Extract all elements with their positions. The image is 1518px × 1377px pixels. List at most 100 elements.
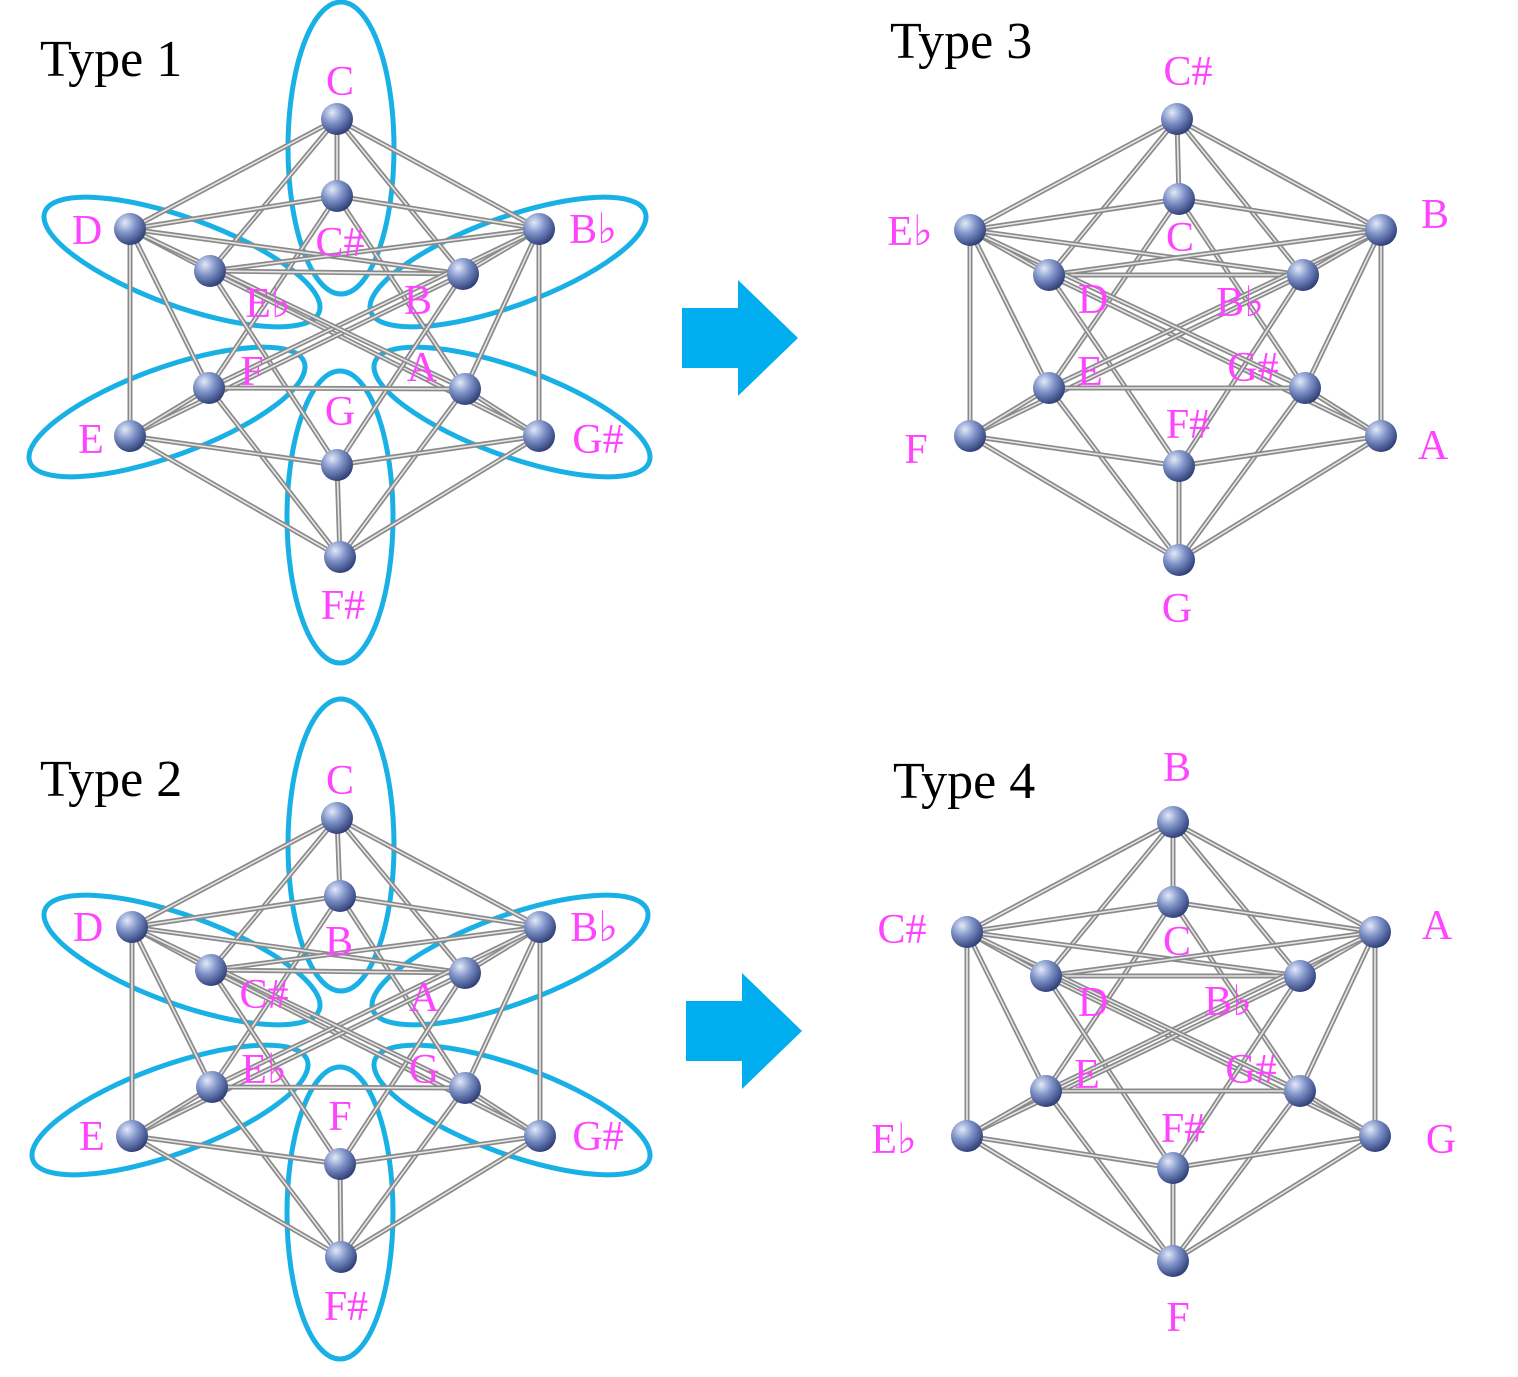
type-2-title: Type 2 xyxy=(40,751,182,808)
type-2-petal-6 xyxy=(284,1064,396,1362)
type-1-edge-g-sharp-g xyxy=(334,433,542,468)
type-3-label-b: B xyxy=(1421,192,1449,238)
type-4-edge-c-e xyxy=(1043,899,1176,1094)
type-4-label-c-sharp: C# xyxy=(877,907,926,953)
type-1-title: Type 1 xyxy=(40,31,182,88)
type-4-node-c xyxy=(1157,886,1189,918)
type-2-edge-e-f xyxy=(129,1133,343,1167)
type-4-node-c-sharp xyxy=(951,916,983,948)
type-3-label-f-sharp: F# xyxy=(1166,402,1210,448)
type-2-edge-c-sharp-a xyxy=(208,967,468,976)
type-1-node-b-flat xyxy=(523,213,555,245)
type-4-label-e-flat: E♭ xyxy=(871,1117,916,1163)
type-1-edge-c-sharp-d xyxy=(127,193,340,232)
type-2-petal-5 xyxy=(371,1042,653,1178)
type-4-edge-b-d xyxy=(1043,819,1176,979)
right-arrow-1 xyxy=(682,280,798,396)
type-1-node-f-sharp xyxy=(324,541,356,573)
type-4-node-f-sharp xyxy=(1157,1152,1189,1184)
type-3-label-d: D xyxy=(1078,277,1108,323)
type-2-edge-b-flat-c-sharp xyxy=(208,924,543,973)
type-4-edge-b-b-flat xyxy=(1170,819,1303,979)
type-3-node-f xyxy=(954,420,986,452)
type-4-node-g-sharp xyxy=(1284,1075,1316,1107)
type-4-node-e xyxy=(1030,1075,1062,1107)
type-1-label-c-sharp: C# xyxy=(315,220,364,266)
type-1-petal-6 xyxy=(284,368,396,666)
type-1-edge-b-e xyxy=(127,271,466,439)
type-1-node-g-sharp xyxy=(523,420,555,452)
type-2-node-d xyxy=(116,911,148,943)
type-2-node-g-sharp xyxy=(524,1120,556,1152)
type-1-node-d xyxy=(114,213,146,245)
type-1-edge-a-d xyxy=(127,226,468,392)
type-2-edge-e-flat-b-flat xyxy=(209,924,543,1090)
type-3-title: Type 3 xyxy=(890,13,1032,70)
type-2-node-b xyxy=(324,880,356,912)
type-3-edge-e-g xyxy=(1046,385,1182,563)
type-3-edge-b-flat-f-sharp xyxy=(1176,272,1306,469)
type-3-edge-d-a xyxy=(1046,272,1384,439)
type-3-node-c-sharp xyxy=(1161,103,1193,135)
type-1-node-e xyxy=(114,420,146,452)
type-1-label-d: D xyxy=(72,208,102,254)
type-4-edge-g-sharp-c-sharp xyxy=(964,929,1303,1094)
type-4-edge-b-a xyxy=(1170,819,1378,935)
type-2-node-b-flat xyxy=(524,911,556,943)
type-1-node-c xyxy=(321,103,353,135)
type-1-edge-f-f-sharp xyxy=(206,385,343,560)
type-3-node-g xyxy=(1163,544,1195,576)
type-3-label-e: E xyxy=(1077,349,1103,395)
type-3-edge-b-flat-f xyxy=(967,272,1306,439)
type-4-edge-e-a xyxy=(1043,929,1378,1094)
type-4-label-b: B xyxy=(1163,745,1191,791)
type-4-edge-d-g xyxy=(1043,973,1378,1139)
type-4-label-a: A xyxy=(1422,903,1453,949)
type-1-edge-c-sharp-f xyxy=(206,193,340,391)
type-2-label-e: E xyxy=(79,1114,105,1160)
type-3-edge-d-f-sharp xyxy=(1046,272,1182,469)
type-1-edge-c-d xyxy=(127,116,340,232)
type-1-edge-c-sharp-a xyxy=(334,193,468,392)
type-4-edge-b-flat-f-sharp xyxy=(1170,973,1303,1171)
type-1-label-b: B xyxy=(404,278,432,324)
type-2-label-a: A xyxy=(409,975,440,1021)
type-1-edge-c-b xyxy=(334,116,466,277)
type-4-node-g xyxy=(1359,1120,1391,1152)
type-2-edge-b-e-flat xyxy=(209,893,343,1090)
type-4-node-b xyxy=(1157,806,1189,838)
type-4-label-f: F xyxy=(1166,1295,1189,1341)
type-2-label-e-flat: E♭ xyxy=(241,1047,286,1093)
type-2-edge-g-d xyxy=(129,924,468,1091)
type-4-edge-b-flat-e-flat xyxy=(964,973,1303,1139)
type-3-edge-g-sharp-e-flat xyxy=(967,227,1308,391)
type-1-label-b-flat: B♭ xyxy=(569,207,617,253)
type-2-petal-4 xyxy=(29,1042,311,1178)
type-2-node-f xyxy=(324,1148,356,1180)
type-4-edge-b-c-sharp xyxy=(964,819,1176,935)
type-3-node-g-sharp xyxy=(1289,372,1321,404)
type-2-edge-c-c-sharp xyxy=(208,815,340,973)
type-2-label-d: D xyxy=(73,905,103,951)
right-arrow-2 xyxy=(686,973,802,1089)
type-2-edge-b-b-flat xyxy=(337,893,543,930)
type-3-edge-c-e-flat xyxy=(967,196,1182,233)
type-4-title: Type 4 xyxy=(893,753,1035,810)
type-3-edge-b-g-sharp xyxy=(1302,227,1384,391)
type-3-edge-a-f-sharp xyxy=(1176,433,1384,469)
type-3-edge-c-sharp-b xyxy=(1174,116,1384,233)
type-2-node-c-sharp xyxy=(195,954,227,986)
type-4-edge-c-sharp-b-flat xyxy=(964,929,1303,979)
type-2-label-c-sharp: C# xyxy=(239,972,288,1018)
type-2-edge-c-d xyxy=(129,815,340,930)
type-1-label-e-flat: E♭ xyxy=(245,281,290,327)
type-1-edge-c-e-flat xyxy=(207,116,340,274)
type-3-node-a xyxy=(1365,420,1397,452)
type-4-edge-g-f xyxy=(1170,1133,1378,1264)
type-1-node-c-sharp xyxy=(321,180,353,212)
type-2-label-f: F xyxy=(328,1094,351,1140)
type-2-node-e-flat xyxy=(196,1071,228,1103)
type-3-edge-e-flat-b-flat xyxy=(967,227,1306,278)
type-2-node-a xyxy=(449,957,481,989)
type-2-edge-c-sharp-g-sharp xyxy=(208,967,543,1139)
